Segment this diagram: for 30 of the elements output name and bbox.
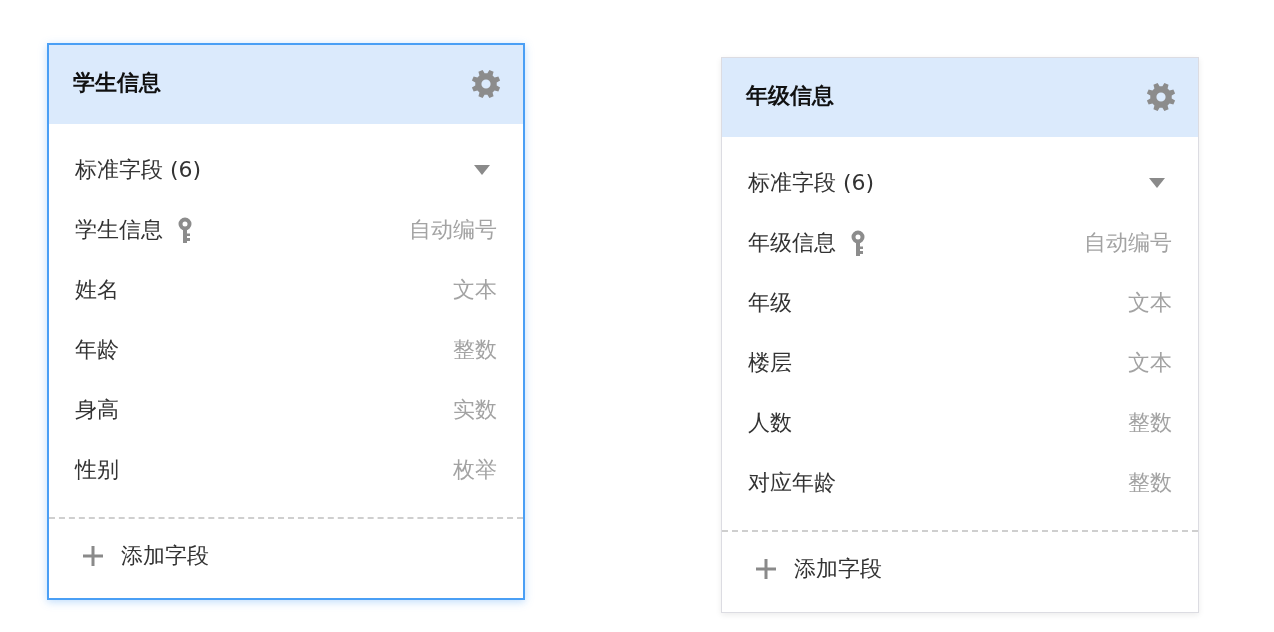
field-name: 学生信息 [75,216,163,244]
field-type: 文本 [1128,349,1172,377]
section-label: 标准字段 (6) [75,156,202,184]
field-type: 实数 [453,396,497,424]
field-type: 整数 [1128,409,1172,437]
field-name: 对应年龄 [748,469,836,497]
field-name: 年龄 [75,336,119,364]
table-card [721,57,1199,613]
header-band [722,58,1198,137]
field-type: 整数 [1128,469,1172,497]
field-name: 楼层 [748,349,792,377]
add-field-button: 添加字段 [83,541,209,571]
field-name: 姓名 [75,276,119,304]
table-title: 年级信息 [746,82,834,110]
field-type: 文本 [1128,289,1172,317]
field-name: 身高 [75,396,119,424]
field-name: 人数 [748,409,792,437]
field-type: 自动编号 [409,216,497,244]
table-title: 学生信息 [73,69,161,97]
field-type: 文本 [453,276,497,304]
field-type: 整数 [453,336,497,364]
field-type: 枚举 [453,456,497,484]
field-name: 年级信息 [748,229,836,257]
section-label: 标准字段 (6) [748,169,875,197]
table-card [47,43,525,600]
field-type: 自动编号 [1084,229,1172,257]
field-name: 性别 [75,456,119,484]
header-band [49,45,523,124]
field-name: 年级 [748,289,792,317]
add-field-button: 添加字段 [756,554,882,584]
